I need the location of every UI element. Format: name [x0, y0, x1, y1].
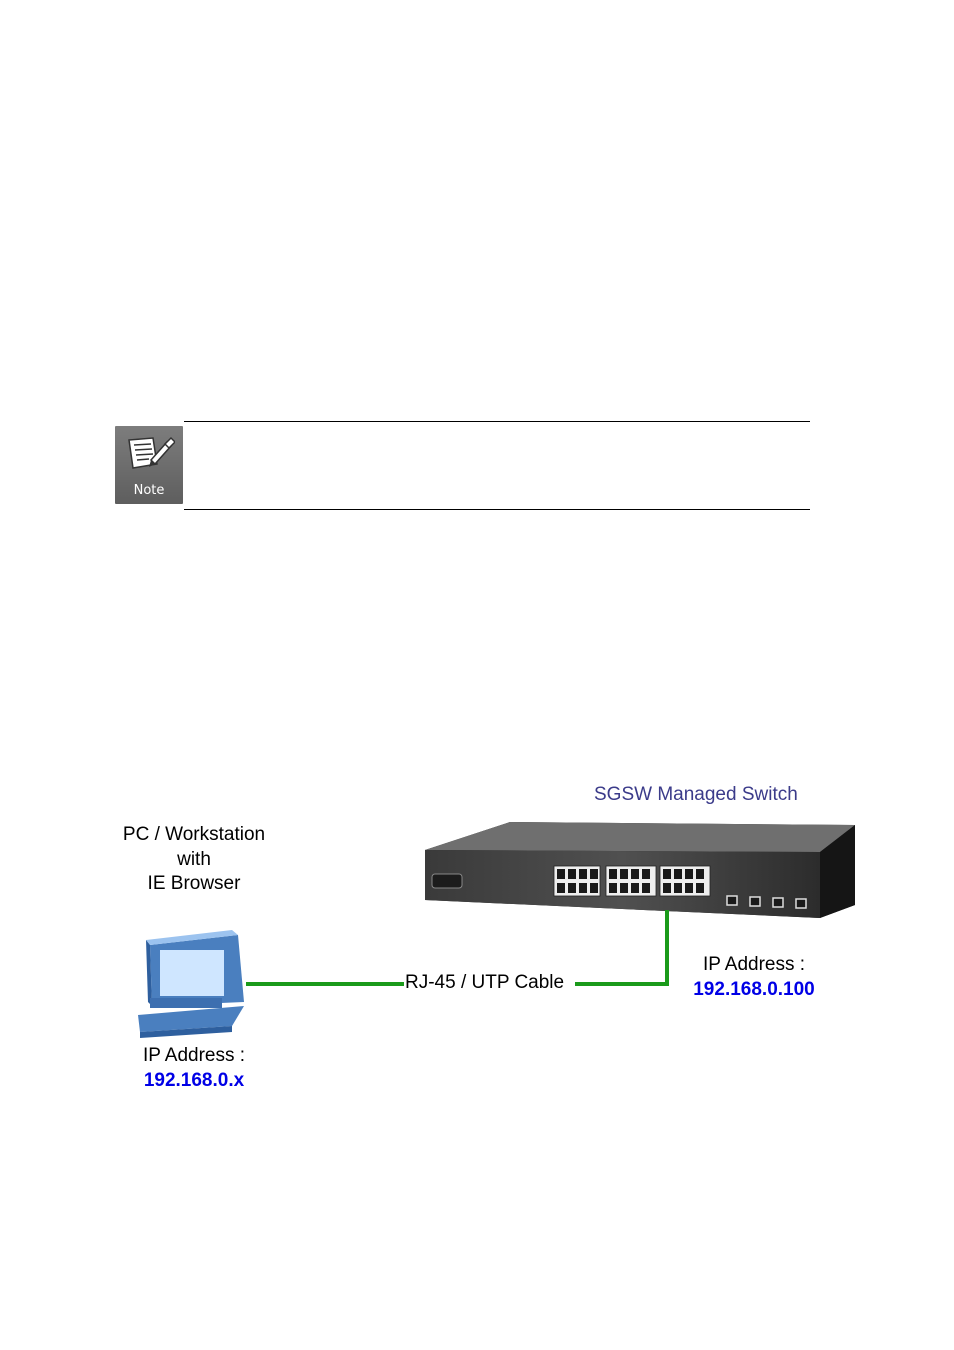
diagram-graphics	[138, 822, 855, 1038]
cable-label: RJ-45 / UTP Cable	[404, 972, 566, 994]
pc-label-line-3: IE Browser	[147, 873, 241, 894]
switch-ip-value: 192.168.0.100	[693, 979, 815, 1000]
note-icon-label: Note	[133, 483, 165, 498]
note-bottom-rule	[184, 509, 810, 510]
note-block: Note	[115, 421, 810, 511]
managed-switch	[425, 822, 855, 918]
switch-ip-label: IP Address :	[702, 954, 806, 975]
console-port-icon	[431, 873, 463, 889]
switch-title: SGSW Managed Switch	[594, 784, 798, 805]
pc-workstation-icon	[138, 930, 244, 1038]
network-diagram: SGSW Managed Switch PC / Workstation wit…	[0, 770, 954, 1110]
pc-ip-label: IP Address :	[142, 1045, 246, 1066]
pc-label-line-1: PC / Workstation	[122, 824, 266, 845]
pc-ip-value: 192.168.0.x	[143, 1070, 245, 1091]
rj45-port-holes	[557, 869, 704, 893]
sfp-ports-icon	[726, 895, 807, 909]
note-pencil-icon	[128, 436, 175, 469]
pc-label-line-2: with	[177, 849, 211, 870]
note-icon: Note	[115, 426, 183, 504]
note-top-rule	[184, 421, 810, 422]
